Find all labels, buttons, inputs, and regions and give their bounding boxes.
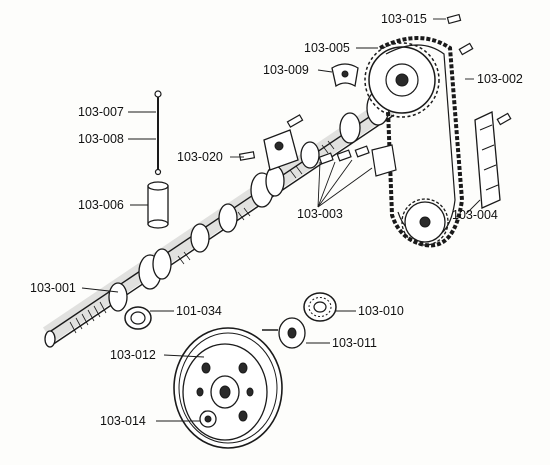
thrust-plate [331, 63, 359, 88]
label-103-010: 103-010 [358, 304, 404, 318]
bearing [303, 292, 337, 322]
label-103-002: 103-002 [477, 72, 523, 86]
bracket [263, 129, 299, 171]
crank-sprocket [401, 198, 449, 246]
label-103-014: 103-014 [100, 414, 146, 428]
chain-tensioner [474, 111, 501, 209]
label-103-009: 103-009 [263, 63, 309, 77]
label-103-001: 103-001 [30, 281, 76, 295]
label-103-005: 103-005 [304, 41, 350, 55]
camshaft [42, 90, 396, 348]
pulley-nut [199, 410, 217, 428]
pulley [173, 327, 283, 449]
label-103-006: 103-006 [78, 198, 124, 212]
camshaft-sprocket [364, 42, 440, 118]
label-103-004: 103-004 [452, 208, 498, 222]
leader-lines [81, 18, 481, 422]
label-103-011: 103-011 [332, 336, 377, 350]
label-103-008: 103-008 [78, 132, 124, 146]
tappets [318, 144, 397, 177]
label-101-034: 101-034 [176, 304, 222, 318]
label-103-003: 103-003 [297, 207, 343, 221]
pushrod [154, 90, 162, 176]
label-103-012: 103-012 [110, 348, 156, 362]
tappet-sleeve [147, 181, 169, 229]
oil-seal [124, 306, 152, 330]
label-103-015: 103-015 [381, 12, 427, 26]
pulley-hub [262, 317, 306, 349]
label-103-007: 103-007 [78, 105, 124, 119]
label-103-020: 103-020 [177, 150, 223, 164]
